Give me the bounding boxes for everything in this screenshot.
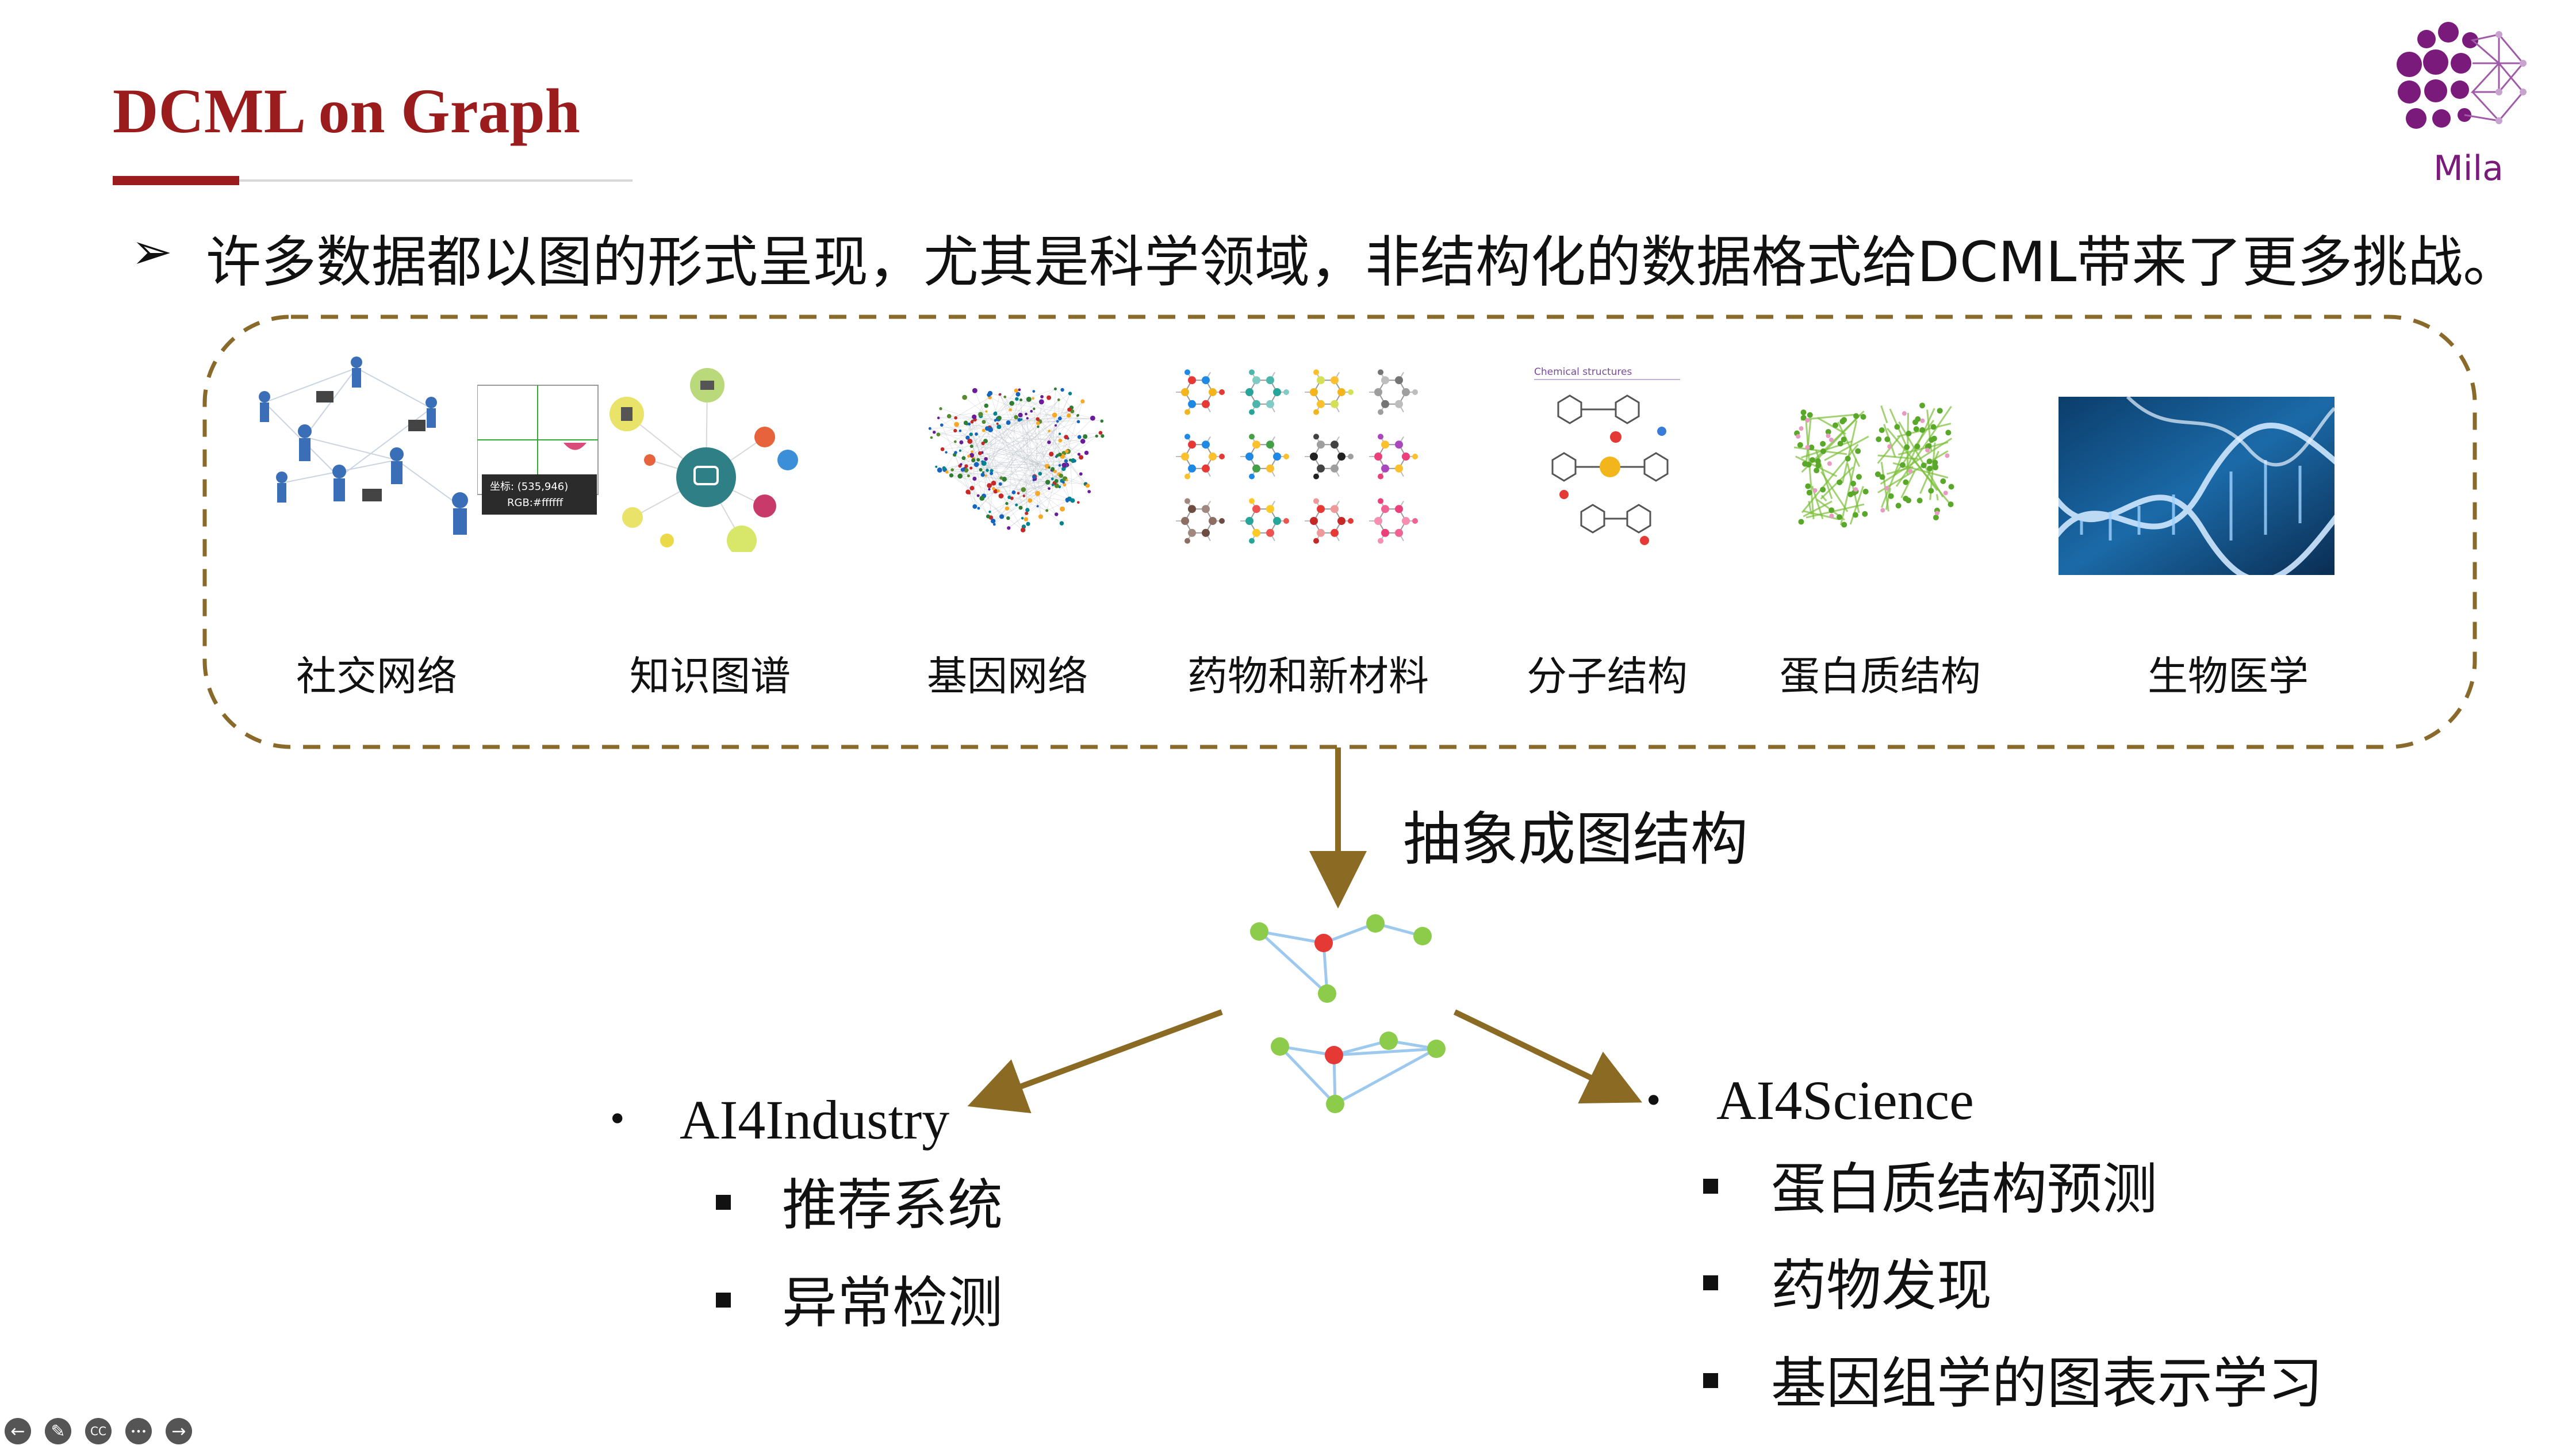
- example-label-protein-structure: 蛋白质结构: [1780, 653, 1981, 700]
- kg-tooltip-line1: 坐标: (535,946): [490, 481, 568, 493]
- mila-logo-text: Mila: [2433, 148, 2504, 189]
- ai4science-item-drug-discovery: 药物发现: [1771, 1254, 1992, 1318]
- pen-icon[interactable]: ✎: [45, 1418, 71, 1444]
- ai4industry-item-recommender: 推荐系统: [782, 1173, 1003, 1237]
- example-label-gene-network: 基因网络: [927, 653, 1088, 700]
- left-item-1-marker: [716, 1195, 731, 1210]
- lead-sentence: 许多数据都以图的形式呈现，尤其是科学领域，非结构化的数据格式给DCML带来了更多…: [206, 230, 2518, 294]
- dna-helix-image: [2058, 397, 2334, 575]
- ai4industry-item-anomaly-detection: 异常检测: [782, 1271, 1003, 1335]
- molecular-structure-image: Chemical structures: [1529, 362, 1685, 558]
- knowledge-graph-image: 坐标: (535,946) RGB:#ffffff: [477, 368, 798, 552]
- example-label-biomedical: 生物医学: [2148, 653, 2309, 700]
- title-underline-accent: [113, 176, 239, 185]
- forward-icon[interactable]: →: [166, 1418, 192, 1444]
- right-item-3-marker: [1703, 1373, 1718, 1388]
- mila-logo-icon: [2397, 22, 2527, 129]
- protein-structure-image: [1793, 402, 1954, 528]
- more-icon[interactable]: •••: [125, 1418, 152, 1444]
- ai4science-item-genomics-graph-learning: 基因组学的图表示学习: [1771, 1351, 2323, 1416]
- example-label-molecular-structure: 分子结构: [1527, 653, 1688, 700]
- right-branch-bullet: •: [1643, 1081, 1664, 1121]
- right-item-2-marker: [1703, 1275, 1718, 1290]
- kg-tooltip-line2: RGB:#ffffff: [507, 497, 564, 509]
- example-label-drugs-materials: 药物和新材料: [1187, 653, 1429, 700]
- ai4industry-heading: AI4Industry: [680, 1089, 950, 1151]
- slide-title: DCML on Graph: [113, 76, 580, 146]
- gene-network-image: [928, 387, 1105, 532]
- left-branch-bullet: •: [607, 1099, 628, 1140]
- abstract-to-graph-label: 抽象成图结构: [1403, 806, 1748, 873]
- examples-container: [202, 315, 2477, 749]
- back-icon[interactable]: ←: [5, 1418, 31, 1444]
- example-label-social-network: 社交网络: [296, 653, 457, 700]
- social-network-image: [259, 356, 468, 535]
- ai4science-item-protein-prediction: 蛋白质结构预测: [1771, 1157, 2157, 1221]
- abstract-graph-diagram: [1250, 914, 1446, 1113]
- title-underline: [113, 179, 632, 182]
- cc-icon[interactable]: CC: [85, 1418, 112, 1444]
- right-item-1-marker: [1703, 1179, 1718, 1194]
- drug-materials-image: [1176, 369, 1418, 544]
- ai4science-heading: AI4Science: [1716, 1070, 1974, 1131]
- left-item-2-marker: [716, 1293, 731, 1308]
- lead-bullet-arrow: ➢: [131, 223, 173, 281]
- molecule-sheet-title: Chemical structures: [1534, 366, 1632, 378]
- example-label-knowledge-graph: 知识图谱: [630, 653, 791, 700]
